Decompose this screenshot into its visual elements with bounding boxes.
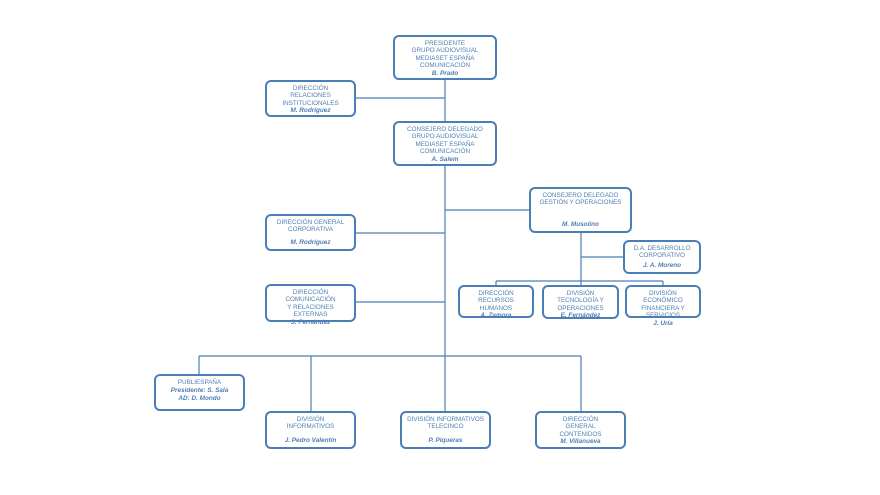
node-title: DIVISIÓN TECNOLOGÍA Y OPERACIONES xyxy=(557,290,604,312)
node-comunicacion: DIRECCIÓN COMUNICACIÓN Y RELACIONES EXTE… xyxy=(265,284,356,326)
node-person: S. Fernández xyxy=(290,318,331,326)
node-person: J. Uría xyxy=(653,319,673,327)
node-consejero-delegado: CONSEJERO DELEGADO GRUPO AUDIOVISUAL MED… xyxy=(393,121,497,166)
node-recursos-humanos: DIRECCIÓN RECURSOS HUMANOS A. Zamora xyxy=(458,285,534,320)
node-direccion-corporativa: DIRECCIÓN GENERAL CORPORATIVA M. Rodrígu… xyxy=(265,214,356,251)
node-tecnologia-operaciones: DIVISIÓN TECNOLOGÍA Y OPERACIONES E. Fer… xyxy=(542,285,619,319)
node-person: M. Rodríguez xyxy=(290,239,331,246)
node-title: DIVISIÓN INFORMATIVOS TELECINCO xyxy=(407,416,484,431)
node-presidente: PRESIDENTE GRUPO AUDIOVISUAL MEDIASET ES… xyxy=(393,35,497,80)
node-division-informativos: DIVISIÓN INFORMATIVOS J. Pedro Valentín xyxy=(265,411,356,449)
node-title: PUBLIESPAÑA xyxy=(177,379,222,386)
node-title: DIRECCIÓN GENERAL CORPORATIVA xyxy=(276,219,345,234)
node-title: DIRECCIÓN RELACIONES INSTITUCIONALES xyxy=(282,85,339,107)
node-title: DIRECCIÓN RECURSOS HUMANOS xyxy=(478,290,514,312)
node-person: Presidente: S. Sala AD: D. Mondo xyxy=(170,387,229,403)
node-person: A. Salem xyxy=(431,155,459,163)
node-title: PRESIDENTE GRUPO AUDIOVISUAL MEDIASET ES… xyxy=(411,40,479,70)
node-person: J. Pedro Valentín xyxy=(284,437,337,444)
node-title: DIVISIÓN INFORMATIVOS xyxy=(286,416,335,431)
node-contenidos: DIRECCIÓN GENERAL CONTENIDOS M. Villanue… xyxy=(535,411,626,449)
node-economico-financiera: DIVISIÓN ECONÓMICO FINANCIERA Y SERVICIO… xyxy=(625,285,701,327)
node-person: M. Musolino xyxy=(562,221,599,228)
node-person: M. Rodríguez xyxy=(290,107,331,115)
node-informativos-telecinco: DIVISIÓN INFORMATIVOS TELECINCO P. Pique… xyxy=(400,411,491,449)
node-title: D.A. DESARROLLO CORPORATIVO xyxy=(633,245,691,260)
node-title: CONSEJERO DELEGADO GESTIÓN Y OPERACIONES xyxy=(539,192,622,207)
node-person: B. Prado xyxy=(431,69,459,77)
node-person: P. Piqueras xyxy=(428,437,463,444)
node-title: CONSEJERO DELEGADO GRUPO AUDIOVISUAL MED… xyxy=(407,126,483,156)
node-person: J. A. Moreno xyxy=(642,262,682,269)
node-relaciones-institucionales: DIRECCIÓN RELACIONES INSTITUCIONALES M. … xyxy=(265,80,356,117)
node-person: E. Fernández xyxy=(560,312,601,320)
node-title: DIRECCIÓN COMUNICACIÓN Y RELACIONES EXTE… xyxy=(285,289,336,319)
node-title: DIVISIÓN ECONÓMICO FINANCIERA Y SERVICIO… xyxy=(641,290,685,320)
node-desarrollo-corporativo: D.A. DESARROLLO CORPORATIVO J. A. Moreno xyxy=(623,240,701,274)
node-person: A. Zamora xyxy=(480,312,512,320)
node-gestion-operaciones: CONSEJERO DELEGADO GESTIÓN Y OPERACIONES… xyxy=(529,187,632,233)
node-person: M. Villanueva xyxy=(560,438,601,446)
node-publiespana: PUBLIESPAÑA Presidente: S. Sala AD: D. M… xyxy=(154,374,245,411)
node-title: DIRECCIÓN GENERAL CONTENIDOS xyxy=(559,416,602,438)
